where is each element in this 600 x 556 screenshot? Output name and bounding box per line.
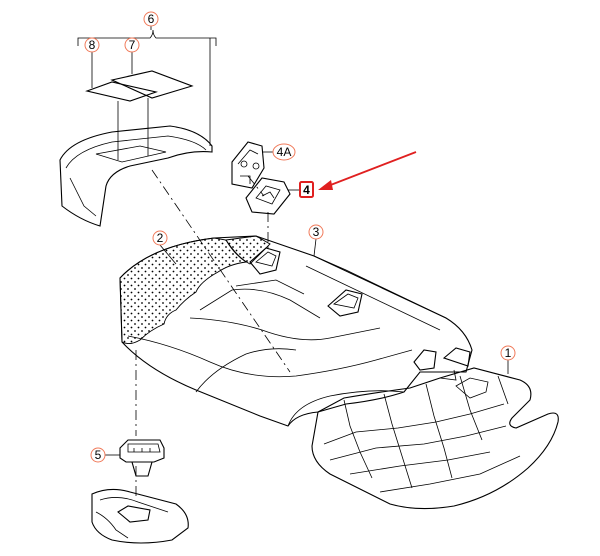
cover-panel-8 (85, 81, 158, 102)
retainer-clip-5 (119, 439, 165, 477)
callout-8: 8 (89, 38, 96, 52)
seat-frame (311, 367, 559, 510)
callout-4a: 4A (277, 145, 292, 159)
callout-4: 4 (303, 183, 310, 197)
seat-cushion (119, 235, 473, 427)
kit-bracket-6 (77, 29, 217, 146)
callout-6-ring (143, 11, 159, 27)
callout-1-ring (500, 345, 516, 361)
callout-5: 5 (95, 448, 102, 462)
callout-6: 6 (148, 12, 155, 26)
callout-1: 1 (505, 346, 512, 360)
cover-panel-7 (110, 70, 194, 99)
callout-2: 2 (157, 231, 164, 245)
callout-7-ring (124, 37, 140, 53)
cover-insert (59, 125, 213, 227)
callout-4-box (299, 181, 314, 198)
callout-8-ring (84, 37, 100, 53)
bracket-4a (231, 141, 265, 189)
cushion-pocket-2 (327, 289, 363, 317)
indicator-arrow (318, 151, 417, 190)
callout-4a-ring (272, 143, 296, 161)
clip-4 (245, 177, 291, 215)
mounting-base (91, 488, 189, 544)
cover-panels (85, 70, 194, 160)
callout-3: 3 (313, 225, 320, 239)
callout-3-ring (308, 224, 324, 240)
cushion-pocket-1 (249, 247, 281, 275)
cushion-pocket-3 (413, 349, 437, 371)
callout-7: 7 (129, 38, 136, 52)
callout-2-ring (152, 230, 168, 246)
callout-5-ring (90, 447, 106, 463)
